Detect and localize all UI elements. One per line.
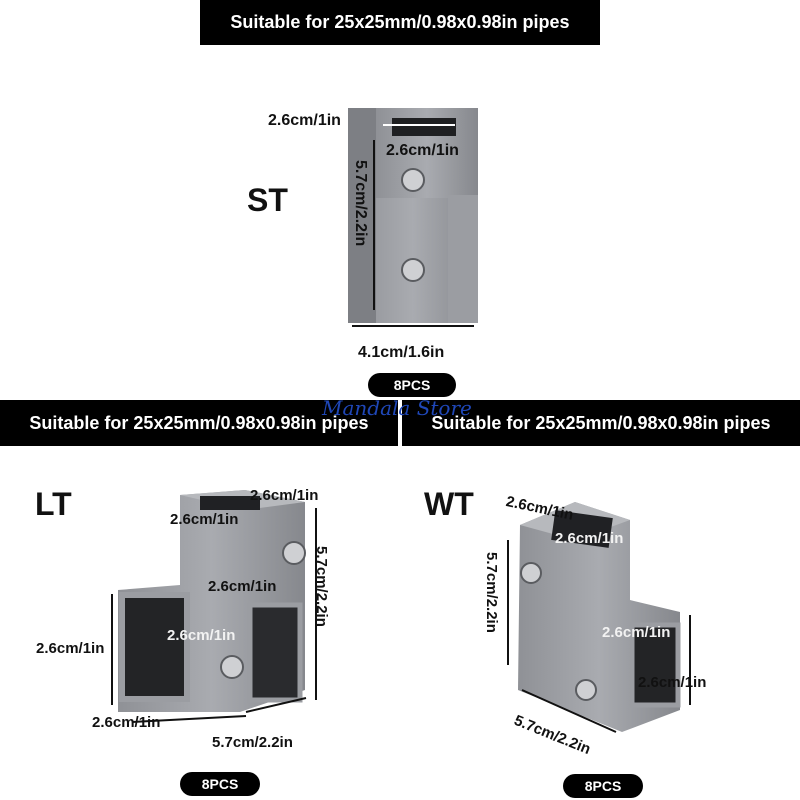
left-banner: Suitable for 25x25mm/0.98x0.98in pipes (0, 400, 398, 446)
st-quantity-badge: 8PCS (368, 373, 456, 397)
wt-dim-inner: 2.6cm/1in (555, 530, 624, 547)
store-watermark: Mandala Store (322, 396, 472, 420)
st-dim-top: 2.6cm/1in (268, 112, 341, 129)
lt-dim-top-right: 2.6cm/1in (250, 487, 319, 504)
wt-dim-side: 2.6cm/1in (602, 624, 671, 641)
wt-dim-height: 5.7cm/2.2in (483, 552, 500, 633)
lt-dim-left: 2.6cm/1in (36, 640, 105, 657)
top-banner: Suitable for 25x25mm/0.98x0.98in pipes (200, 0, 600, 45)
lt-dim-top-left: 2.6cm/1in (170, 511, 239, 528)
wt-fitting-image (507, 502, 691, 733)
lt-dim-inner: 2.6cm/1in (167, 627, 236, 644)
st-dim-height: 5.7cm/2.2in (352, 160, 369, 247)
lt-code: LT (35, 486, 72, 522)
right-banner: Suitable for 25x25mm/0.98x0.98in pipes (402, 400, 800, 446)
st-fitting-image (348, 108, 478, 327)
lt-dim-bottom-left: 2.6cm/1in (92, 714, 161, 731)
st-dim-inner: 2.6cm/1in (386, 142, 459, 159)
wt-quantity-badge: 8PCS (563, 774, 643, 798)
lt-quantity-badge: 8PCS (180, 772, 260, 796)
lt-dim-mid: 2.6cm/1in (208, 578, 277, 595)
wt-dim-right: 2.6cm/1in (638, 674, 707, 691)
lt-dim-right-height: 5.7cm/2.2in (313, 546, 330, 627)
lt-dim-bottom: 5.7cm/2.2in (212, 734, 293, 751)
st-code: ST (247, 182, 288, 218)
st-dim-width: 4.1cm/1.6in (358, 344, 445, 361)
wt-code: WT (424, 486, 474, 522)
lt-fitting-image (111, 490, 317, 723)
